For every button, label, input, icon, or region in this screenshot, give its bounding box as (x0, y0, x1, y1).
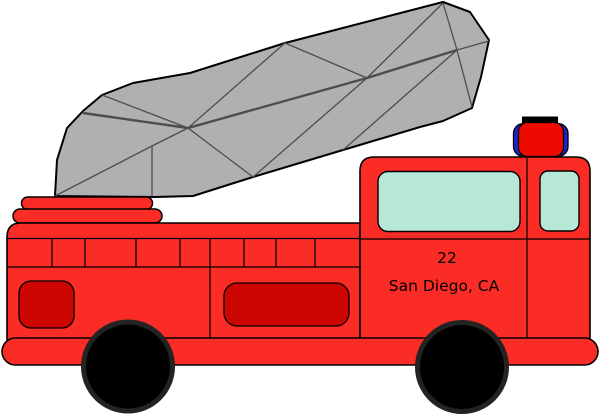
rear-compartment-door (18, 280, 75, 329)
cab-trim-lines (360, 158, 590, 341)
center-compartment-door (223, 282, 350, 327)
ladder-support-bars (12, 196, 163, 224)
body-panel-lines (7, 237, 360, 341)
ladder-truss-lines (54, 2, 490, 197)
cab-windshield (377, 170, 521, 233)
ladder-ridge-line (82, 48, 458, 130)
beacon-red-dome (517, 121, 565, 158)
city-text: San Diego, CA (389, 277, 500, 295)
aerial-ladder (54, 1, 490, 198)
beacon-base-bar (522, 116, 558, 126)
ladder-boom (54, 1, 490, 198)
cab-door-window (539, 170, 580, 232)
unit-number-text: 22 (437, 249, 457, 267)
lower-support-bar (12, 208, 163, 224)
front-wheel (415, 320, 509, 414)
upper-support-bar (20, 196, 154, 211)
rear-wheel (81, 319, 175, 414)
beacon-light (512, 116, 569, 158)
